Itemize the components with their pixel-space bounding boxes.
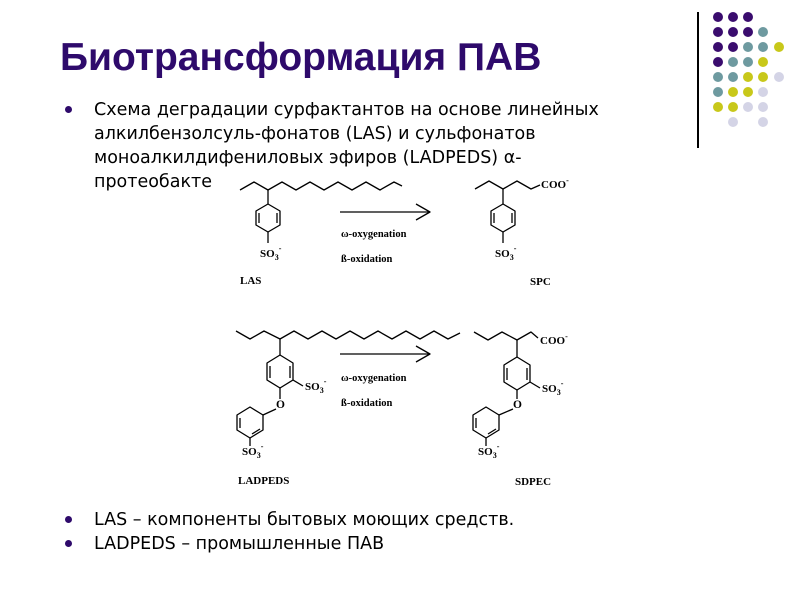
bullet-line: Схема деградации сурфактантов на основе … (94, 100, 599, 120)
ladpeds-structure (235, 330, 461, 446)
decorative-dot-icon (758, 72, 768, 82)
decorative-dot-icon (713, 102, 723, 112)
bullet-dot-icon (65, 540, 72, 547)
decorative-vertical-line (697, 12, 699, 148)
bullet-line: алкилбензолсуль-фонатов (LAS) и сульфона… (94, 124, 536, 144)
decorative-dot-icon (728, 87, 738, 97)
decorative-dot-icon (758, 117, 768, 127)
las-label: LAS (240, 275, 261, 287)
decorative-dot-icon (713, 72, 723, 82)
bullet-item-las: LAS – компоненты бытовых моющих средств. (60, 508, 700, 532)
decorative-dot-icon (713, 57, 723, 67)
svg-text:COO-: COO- (541, 176, 569, 191)
decorative-dot-icon (743, 72, 753, 82)
bullet-item: Схема деградации сурфактантов на основе … (60, 98, 700, 194)
ladpeds-label: LADPEDS (238, 475, 289, 487)
spc-structure (474, 180, 541, 243)
sdpec-structure (472, 331, 541, 446)
step-beta-oxidation-1: ß-oxidation (341, 254, 393, 265)
decorative-dot-icon (728, 42, 738, 52)
decorative-dot-icon (743, 102, 753, 112)
decorative-dot-icon (743, 27, 753, 37)
decorative-dot-icon (774, 42, 784, 52)
decorative-dot-icon (728, 117, 738, 127)
decorative-dot-icon (743, 87, 753, 97)
bullet-line: моноалкилдифениловых эфиров (LADPEDS) α- (94, 148, 522, 168)
decorative-dot-icon (713, 12, 723, 22)
bullet-line: протеобакте (94, 172, 212, 192)
bullet-list-bottom: LAS – компоненты бытовых моющих средств.… (60, 508, 700, 556)
decorative-dot-icon (758, 57, 768, 67)
decorative-dot-icon (743, 57, 753, 67)
spc-label: SPC (530, 276, 551, 288)
decorative-dot-icon (758, 87, 768, 97)
step-omega-oxygenation-2: ω-oxygenation (341, 373, 407, 384)
sdpec-label: SDPEC (515, 476, 551, 488)
decorative-dot-icon (728, 57, 738, 67)
decorative-dot-icon (713, 87, 723, 97)
decorative-dot-icon (758, 27, 768, 37)
decorative-dot-icon (713, 42, 723, 52)
step-beta-oxidation-2: ß-oxidation (341, 398, 393, 409)
svg-text:COO-: COO- (540, 332, 568, 347)
las-structure (239, 181, 403, 243)
bullet-text: LADPEDS – промышленные ПАВ (94, 534, 385, 554)
bullet-list-main: Схема деградации сурфактантов на основе … (60, 98, 700, 194)
decorative-dot-icon (713, 27, 723, 37)
bullet-item-ladpeds: LADPEDS – промышленные ПАВ (60, 532, 700, 556)
decorative-dot-icon (728, 72, 738, 82)
bullet-dot-icon (65, 106, 72, 113)
bullet-dot-icon (65, 516, 72, 523)
decorative-dot-icon (758, 42, 768, 52)
svg-text:O: O (276, 399, 285, 411)
slide-title: Биотрансформация ПАВ (60, 36, 542, 79)
decorative-dot-icon (743, 42, 753, 52)
decorative-dot-icon (774, 72, 784, 82)
decorative-dot-icon (728, 27, 738, 37)
decorative-dot-icon (758, 102, 768, 112)
svg-text:O: O (513, 399, 522, 411)
decorative-dot-icon (743, 12, 753, 22)
decorative-dot-icon (728, 12, 738, 22)
step-omega-oxygenation-1: ω-oxygenation (341, 229, 407, 240)
bullet-text: LAS – компоненты бытовых моющих средств. (94, 510, 515, 530)
decorative-dot-icon (728, 102, 738, 112)
